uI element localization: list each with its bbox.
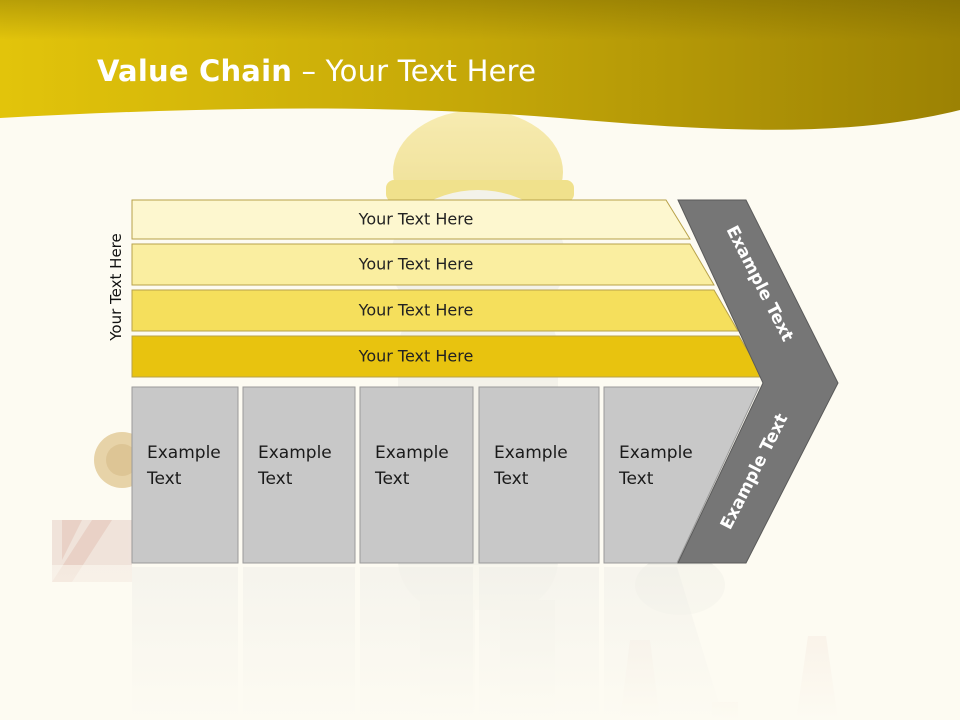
band-2 (131, 243, 715, 286)
box-line2-5: Text (618, 469, 654, 489)
band-label-2: Your Text Here (358, 255, 474, 274)
box-line1-4: Example (494, 443, 568, 463)
reflection-fade (0, 565, 960, 720)
box-line1-3: Example (375, 443, 449, 463)
band-3 (131, 289, 739, 332)
box-line1-2: Example (258, 443, 332, 463)
title-bold: Value Chain (97, 54, 293, 88)
band-label-4: Your Text Here (358, 347, 474, 366)
box-line2-1: Text (146, 469, 182, 489)
box-line2-4: Text (493, 469, 529, 489)
box-line2-2: Text (257, 469, 293, 489)
title-rest: – Your Text Here (292, 54, 537, 88)
header-band (0, 0, 960, 130)
page-title: Value Chain – Your Text Here (97, 54, 536, 88)
box-1 (131, 386, 239, 564)
band-label-3: Your Text Here (358, 301, 474, 320)
box-line2-3: Text (374, 469, 410, 489)
box-2 (242, 386, 356, 564)
box-4 (478, 386, 600, 564)
box-line1-5: Example (619, 443, 693, 463)
box-3 (359, 386, 474, 564)
band-1 (131, 199, 691, 240)
box-line1-1: Example (147, 443, 221, 463)
side-label: Your Text Here (107, 233, 125, 341)
chevron-arrow (677, 199, 839, 564)
box-5 (603, 386, 760, 564)
reflections (0, 565, 960, 720)
band-label-1: Your Text Here (358, 210, 474, 229)
